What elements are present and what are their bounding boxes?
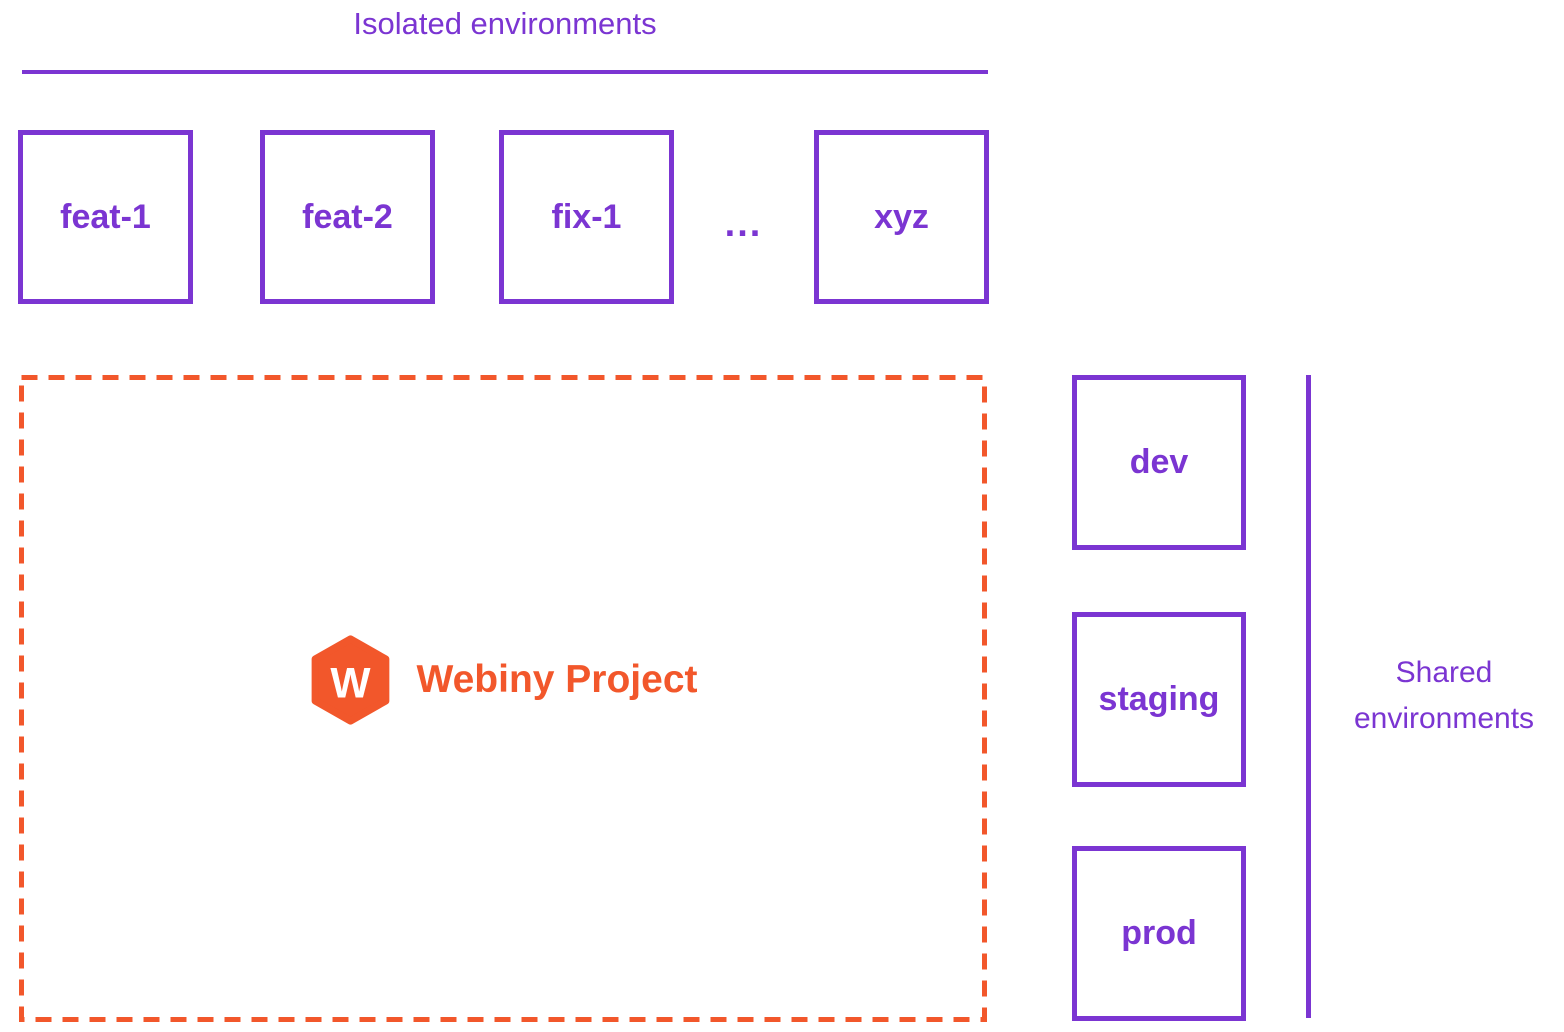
webiny-logo-icon: W [311,635,390,725]
webiny-project-branding: W Webiny Project [308,635,698,725]
env-box-feat-1: feat-1 [18,130,193,304]
env-box-label: xyz [874,197,929,236]
dashed-border [19,375,987,1022]
more-environments-ellipsis: ... [724,202,763,245]
webiny-project-box: W Webiny Project [19,375,987,1022]
env-box-label: staging [1098,680,1220,718]
env-box-label: prod [1121,914,1197,952]
env-box-label: feat-1 [60,197,151,236]
env-box-label: dev [1129,443,1189,481]
svg-text:W: W [330,659,371,707]
isolated-environments-label: Isolated environments [353,6,657,41]
env-box-feat-2: feat-2 [260,130,435,304]
env-box-xyz: xyz [814,130,989,304]
env-box-dev: dev [1072,375,1246,550]
shared-environments-label: Shared environments [1353,656,1535,735]
webiny-project-name: Webiny Project [416,658,698,701]
env-box-fix-1: fix-1 [499,130,674,304]
env-box-label: fix-1 [551,197,622,236]
env-box-staging: staging [1072,612,1246,787]
env-box-prod: prod [1072,846,1246,1021]
env-box-label: feat-2 [302,197,393,236]
shared-environments-divider [1306,375,1311,1018]
isolated-environments-divider [22,70,988,74]
